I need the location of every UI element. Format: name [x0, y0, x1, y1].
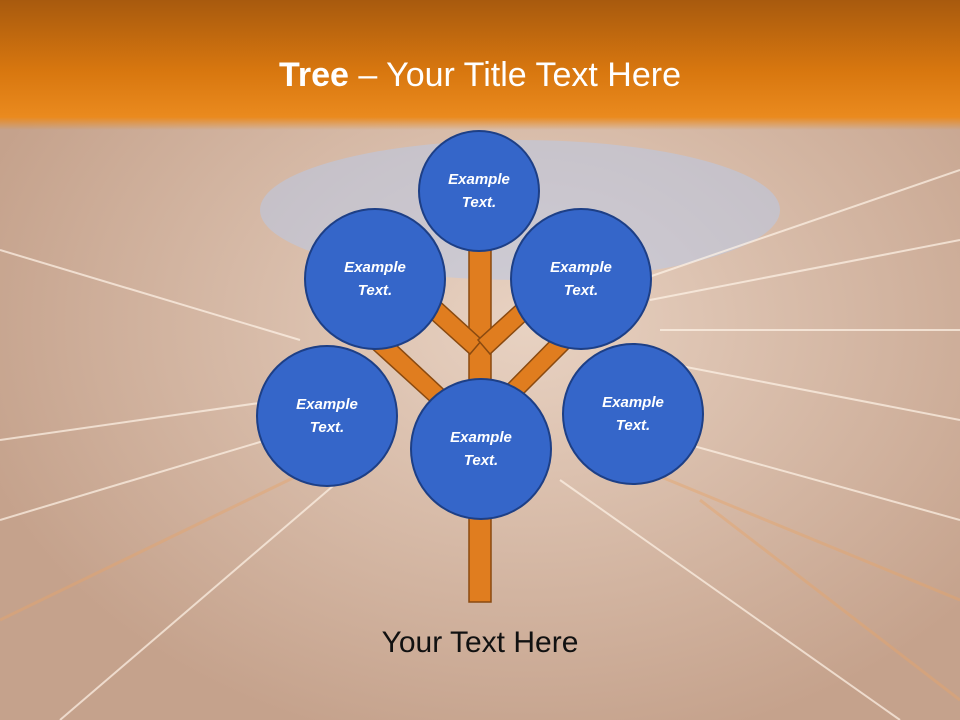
node-label: Example Text.	[602, 394, 664, 434]
node-top[interactable]: Example Text.	[418, 130, 540, 252]
node-upper-left[interactable]: Example Text.	[304, 208, 446, 350]
node-label: Example Text.	[448, 171, 510, 211]
title-bar	[0, 0, 960, 130]
node-center[interactable]: Example Text.	[410, 378, 552, 520]
node-label: Example Text.	[296, 396, 358, 436]
slide-title: Tree – Your Title Text Here	[0, 52, 960, 98]
node-lower-right[interactable]: Example Text.	[562, 343, 704, 485]
title-rest: – Your Title Text Here	[348, 56, 681, 94]
node-label: Example Text.	[450, 429, 512, 469]
node-lower-left[interactable]: Example Text.	[256, 345, 398, 487]
caption-text: Your Text Here	[381, 626, 579, 659]
node-label: Example Text.	[550, 259, 612, 299]
node-label: Example Text.	[344, 259, 406, 299]
title-bold: Tree	[279, 56, 349, 94]
node-upper-right[interactable]: Example Text.	[510, 208, 652, 350]
